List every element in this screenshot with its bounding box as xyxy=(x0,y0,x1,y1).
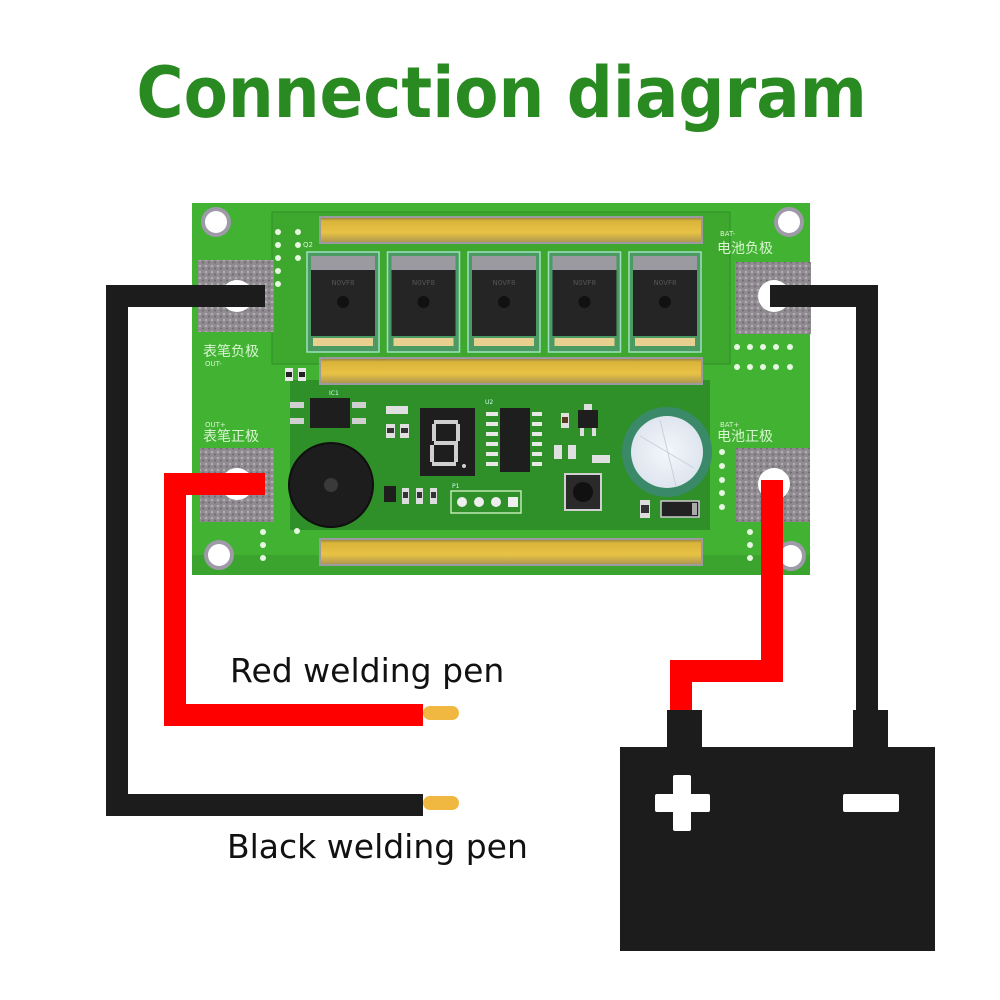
busbar-top xyxy=(319,216,703,244)
label-u2: U2 xyxy=(485,399,493,406)
battery-positive-terminal xyxy=(667,710,702,750)
smd-diode xyxy=(640,500,700,518)
microcontroller-u2: U2 xyxy=(485,399,542,472)
pin-header-p1: P1 xyxy=(450,483,522,514)
mounting-hole-bottom-left xyxy=(204,540,234,570)
smd-resistors-d8-d11 xyxy=(285,368,306,381)
label-bat-minus-cn: 电池负极 xyxy=(717,241,773,257)
pcb-board: N0VF8 N0VF8 N0VF8 N0VF8 N0VF8 xyxy=(192,203,811,575)
battery-plus-icon xyxy=(655,775,710,831)
diagram-title: Connection diagram xyxy=(136,52,867,134)
red-welding-pen-label: Red welding pen xyxy=(230,651,504,690)
via-dots-left xyxy=(260,229,301,561)
label-ic1: IC1 xyxy=(329,390,339,397)
black-pen-wire xyxy=(106,285,459,816)
buzzer xyxy=(288,442,374,528)
display-digit-8 xyxy=(430,420,466,468)
push-button-sw1[interactable] xyxy=(564,473,602,511)
battery-negative-terminal xyxy=(853,710,888,750)
red-pen-wire xyxy=(164,473,459,726)
label-bat-minus-en: BAT- xyxy=(720,230,736,238)
red-pen-tip[interactable] xyxy=(423,706,459,720)
mounting-hole-top-right xyxy=(774,207,804,237)
battery-body xyxy=(620,747,935,951)
label-out-minus-en: OUT- xyxy=(205,360,222,368)
battery-positive-wire xyxy=(670,480,783,716)
mosfet: N0VF8 xyxy=(628,251,702,353)
busbar-middle xyxy=(319,357,703,385)
electrolytic-capacitor xyxy=(622,407,712,497)
mosfet-marking: N0VF8 xyxy=(332,279,355,287)
mosfet-marking: N0VF8 xyxy=(412,279,435,287)
optocoupler-ic1: IC1 xyxy=(290,390,366,428)
battery-negative-wire xyxy=(770,285,878,712)
label-p1: P1 xyxy=(452,483,460,490)
seven-segment-display xyxy=(420,408,475,476)
battery xyxy=(620,710,935,951)
mosfet: N0VF8 xyxy=(306,251,380,353)
black-pen-tip[interactable] xyxy=(423,796,459,810)
mosfet-marking: N0VF8 xyxy=(493,279,516,287)
voltage-regulator xyxy=(554,404,610,463)
label-bat-plus-cn: 电池正极 xyxy=(717,429,773,445)
label-out-minus-cn: 表笔负极 xyxy=(203,344,259,360)
via-dots-right xyxy=(719,344,793,561)
mounting-hole-top-left xyxy=(201,207,231,237)
mosfet-marking: N0VF8 xyxy=(573,279,596,287)
label-bat-plus-en: BAT+ xyxy=(720,421,739,429)
battery-minus-icon xyxy=(843,794,899,812)
mounting-hole-bottom-right xyxy=(776,541,806,571)
black-welding-pen-label: Black welding pen xyxy=(227,827,528,866)
mosfet: N0VF8 xyxy=(386,251,461,353)
mosfet-array: N0VF8 N0VF8 N0VF8 N0VF8 N0VF8 xyxy=(306,251,702,353)
label-out-plus-en: OUT+ xyxy=(205,421,226,429)
mosfet: N0VF8 xyxy=(467,251,541,353)
label-out-plus-cn: 表笔正极 xyxy=(203,429,259,445)
smd-passives-left xyxy=(386,406,409,438)
busbar-bottom xyxy=(319,538,703,566)
smd-passives-bottom xyxy=(384,486,437,504)
mosfet: N0VF8 xyxy=(547,251,622,353)
mosfet-marking: N0VF8 xyxy=(654,279,677,287)
label-mosfet-ref: Q2 xyxy=(303,241,313,249)
